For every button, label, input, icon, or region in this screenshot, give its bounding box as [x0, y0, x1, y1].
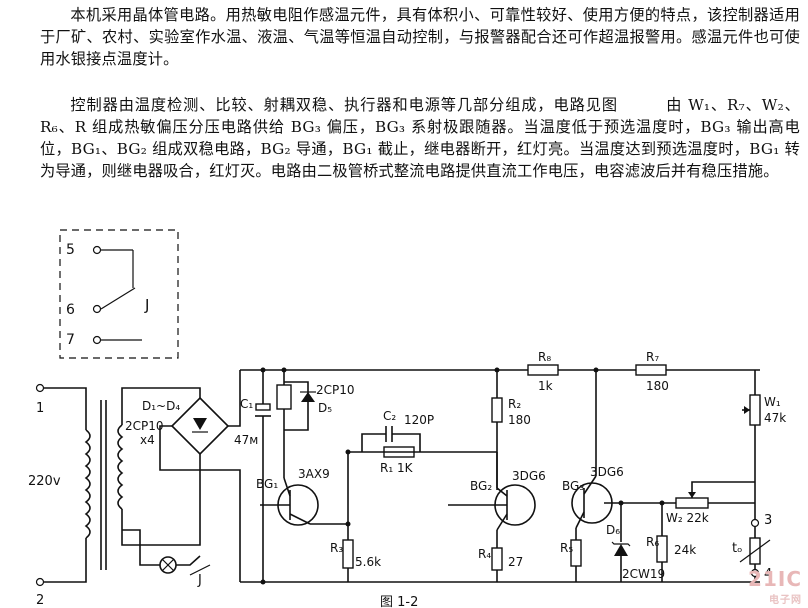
w1-label: W₁ [764, 395, 781, 409]
transistor-bg1: BG₁ 3AX9 [256, 467, 348, 526]
r3-label: R₃ [330, 541, 343, 555]
resistor-r6: R₆ 24k [646, 500, 696, 582]
c2-value: 120P [404, 413, 434, 427]
r2-value: 180 [508, 413, 531, 427]
supply-rails [240, 369, 760, 583]
resistor-r4: R₄ 27 [478, 547, 523, 582]
inset-terminal-5: 5 [66, 242, 75, 258]
transistor-bg2: BG₂ 3DG6 [448, 452, 546, 548]
terminal-4-label: 4 [764, 567, 772, 582]
potentiometer-w1: W₁ 47k [742, 370, 786, 503]
w2-label: W₂ 22k [666, 511, 709, 525]
inset-relay-label: J [144, 296, 149, 314]
transistor-bg3: BG₃ 3DG6 [562, 367, 676, 540]
r4-value: 27 [508, 555, 523, 569]
bg1-part: 3AX9 [298, 467, 330, 481]
watermark-sub: 电子网 [769, 595, 802, 606]
intro-paragraph: 本机采用晶体管电路。用热敏电阻作感温元件，具有体积小、可靠性较好、使用方便的特点… [40, 6, 800, 68]
mains-voltage-label: 220v [28, 474, 61, 489]
circuit-description-paragraph: 控制器由温度检测、比较、射耦双稳、执行器和电源等几部分组成，电路见图 由 W₁、… [40, 96, 800, 180]
terminal-1-label: 1 [36, 401, 44, 416]
power-input-section: 1 2 220v J [28, 383, 211, 608]
capacitor-c1: C₁ 47м [234, 367, 271, 585]
r3-value: 5.6k [355, 555, 381, 569]
bg3-label: BG₃ [562, 479, 584, 493]
bridge-label: D₁~D₄ [142, 399, 180, 413]
r4-label: R₄ [478, 547, 491, 561]
site-watermark: 21IC 电子网 [748, 567, 802, 606]
bg3-part: 3DG6 [590, 465, 624, 479]
thermistor-rt: 3 tₒ 4 [732, 503, 772, 582]
c2-r1-network: C₂ 120P R₁ 1K [345, 409, 497, 505]
lamp-relay-label: J [197, 573, 202, 588]
watermark-main: 21IC [748, 567, 802, 591]
bridge-rectifier: D₁~D₄ 2CP10 x4 [125, 370, 241, 582]
d6-part: 2CW19 [622, 567, 665, 581]
relay-contact-inset: 5 6 7 J [59, 229, 179, 359]
bg2-part: 3DG6 [512, 469, 546, 483]
bridge-part-label: 2CP10 [125, 419, 164, 433]
r5-label: R₅ [560, 541, 573, 555]
bg1-label: BG₁ [256, 477, 278, 491]
c1-label: C₁ [240, 397, 253, 411]
rt-label: tₒ [732, 541, 742, 556]
inset-terminal-6: 6 [66, 302, 75, 318]
r1-label: R₁ 1K [380, 461, 414, 475]
relay-coil-and-d5: D₅ 2CP10 [276, 367, 355, 478]
resistor-r8: R₈ 1k [527, 350, 559, 393]
zener-d6: D₆ 2CW19 [606, 500, 665, 582]
w1-value: 47k [764, 411, 786, 425]
r7-label: R₇ [646, 350, 659, 364]
r7-value: 180 [646, 379, 669, 393]
d5-part: 2CP10 [316, 383, 355, 397]
r6-value: 24k [674, 543, 696, 557]
terminal-3-label: 3 [764, 513, 772, 528]
bg2-label: BG₂ [470, 479, 492, 493]
resistor-r5: R₅ [560, 539, 582, 582]
r8-label: R₈ [538, 350, 551, 364]
resistor-r7: R₇ 180 [635, 350, 669, 393]
r8-value: 1k [538, 379, 553, 393]
c2-label: C₂ [383, 409, 396, 423]
d6-label: D₆ [606, 523, 620, 537]
figure-caption: 图 1-2 [380, 595, 418, 608]
potentiometer-w2: W₂ 22k [666, 481, 755, 525]
d5-label: D₅ [318, 401, 332, 415]
resistor-r3: R₃ 5.6k [330, 505, 381, 582]
r2-label: R₂ [508, 397, 521, 411]
inset-terminal-7: 7 [66, 332, 75, 348]
c1-value: 47м [234, 433, 258, 447]
r6-label: R₆ [646, 535, 659, 549]
bridge-count-label: x4 [140, 433, 155, 447]
terminal-2-label: 2 [36, 593, 44, 608]
